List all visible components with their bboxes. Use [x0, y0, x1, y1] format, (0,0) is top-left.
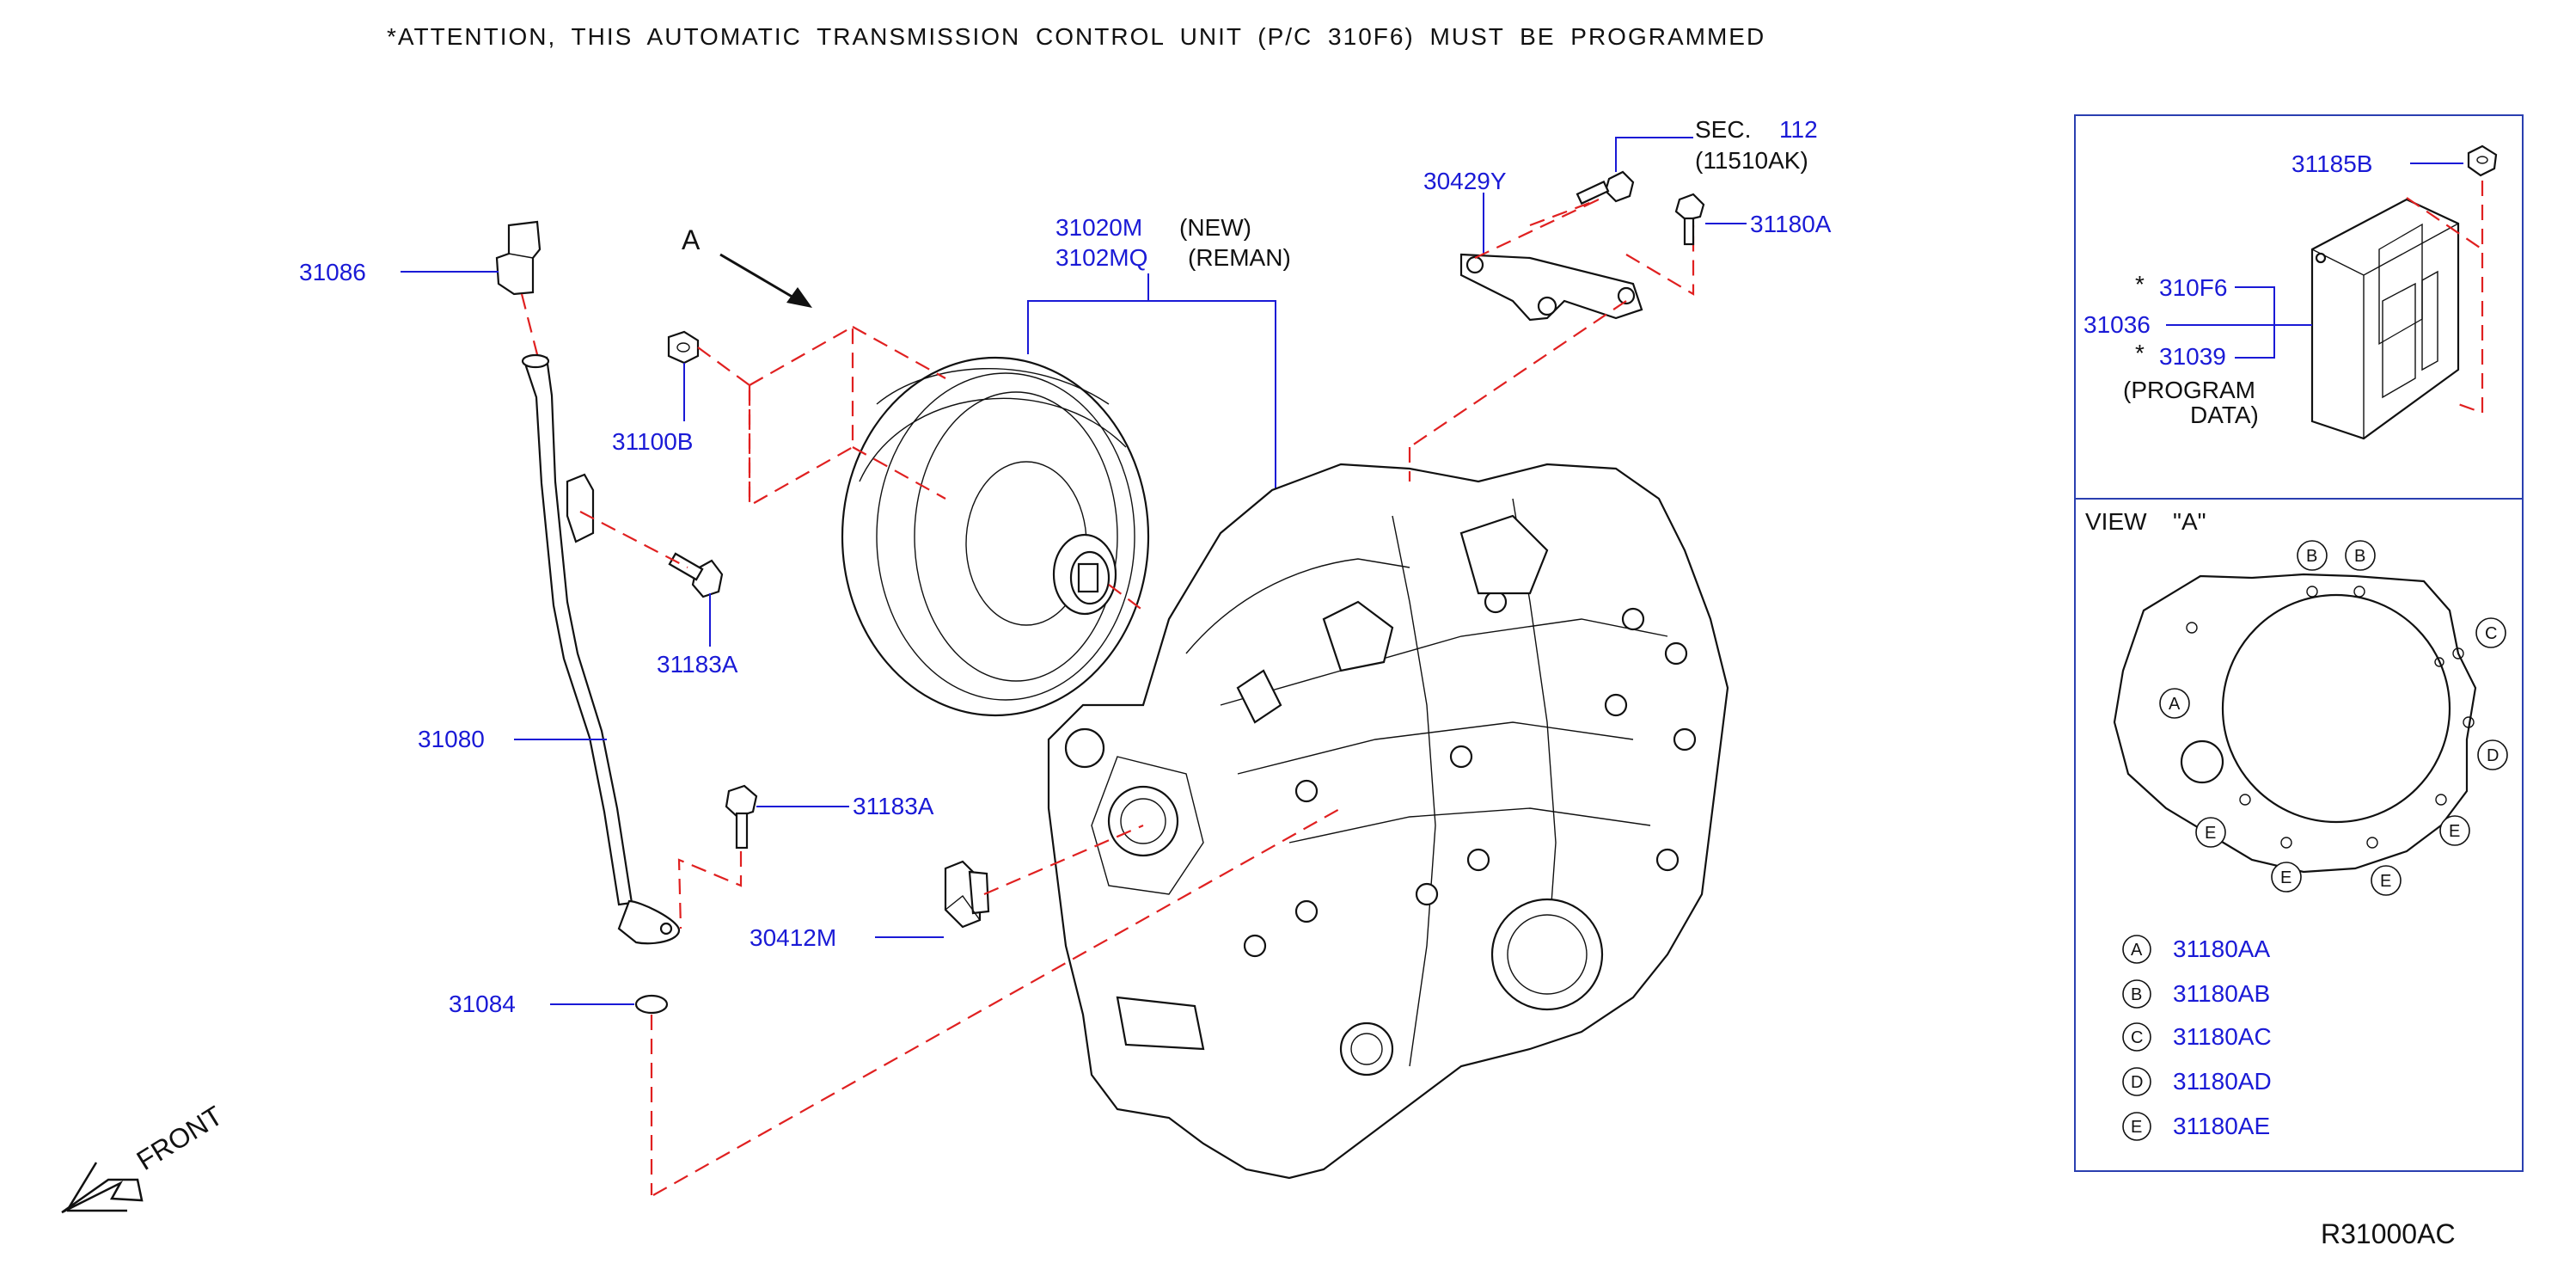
part-label-31185b: 31185B	[2291, 150, 2372, 177]
svg-text:31180AD: 31180AD	[2173, 1068, 2272, 1095]
svg-text:31180AA: 31180AA	[2173, 936, 2270, 962]
torque-converter-reman-part-number: 3102MQ	[1055, 244, 1147, 271]
svg-text:31180AB: 31180AB	[2173, 980, 2270, 1007]
callout-a: A	[2159, 688, 2190, 719]
part-label-31100b: 31100B	[612, 428, 693, 455]
svg-text:31180AE: 31180AE	[2173, 1113, 2270, 1139]
part-label-30412m: 30412M	[750, 924, 836, 951]
svg-text:B: B	[2354, 547, 2365, 566]
part-label-31180a: 31180A	[1750, 211, 1832, 237]
bolt-31183a-lower-part	[725, 784, 758, 850]
legend-row-d: D 31180AD	[2122, 1067, 2272, 1096]
callout-b-2: B	[2345, 540, 2376, 571]
front-arrow-icon	[61, 1162, 144, 1214]
attention-note: *ATTENTION, THIS AUTOMATIC TRANSMISSION …	[387, 23, 1765, 50]
torque-converter-new-note: (NEW)	[1179, 214, 1251, 241]
svg-text:D: D	[2131, 1073, 2143, 1092]
part-label-31036: 31036	[2083, 311, 2151, 338]
svg-text:D: D	[2487, 746, 2499, 765]
svg-text:A: A	[2131, 941, 2143, 960]
filler-tube-part	[521, 353, 681, 945]
star-310f6: *	[2135, 271, 2145, 298]
bolt-31180a-part	[1674, 193, 1705, 246]
svg-text:B: B	[2131, 985, 2142, 1004]
section-ref-number: 112	[1779, 116, 1818, 143]
legend-row-c: C 31180AC	[2122, 1022, 2272, 1052]
svg-text:A: A	[2169, 695, 2181, 714]
svg-text:E: E	[2131, 1118, 2142, 1137]
torque-converter-part	[841, 356, 1150, 717]
program-data-line2: DATA)	[2190, 402, 2259, 428]
bracket-30429y-part	[1459, 253, 1643, 322]
part-label-31086: 31086	[299, 259, 366, 285]
bolt-31183a-upper-part	[668, 552, 724, 598]
part-label-31080: 31080	[418, 726, 485, 752]
svg-text:E: E	[2449, 822, 2460, 841]
view-a-title-ref: "A"	[2173, 508, 2206, 535]
torque-converter-new-part-number: 31020M	[1055, 214, 1142, 241]
bolt-sec-112-part	[1576, 170, 1635, 206]
view-a-arrow-label: A	[682, 224, 701, 255]
svg-text:E: E	[2380, 872, 2391, 891]
callout-e-3: E	[2371, 865, 2402, 896]
part-label-31183a-upper: 31183A	[657, 651, 738, 678]
part-label-31183a-lower: 31183A	[853, 793, 934, 819]
callout-e-2: E	[2271, 862, 2302, 893]
view-a-title: VIEW	[2085, 508, 2147, 535]
tcu-module-part	[2310, 198, 2460, 440]
section-ref-sub: (11510AK)	[1695, 147, 1808, 174]
star-31039: *	[2135, 340, 2145, 366]
part-label-30429y: 30429Y	[1423, 168, 1507, 194]
svg-text:E: E	[2280, 868, 2291, 887]
transmission-assembly-part	[1047, 463, 1729, 1180]
legend-row-a: A 31180AA	[2122, 935, 2270, 964]
part-label-31039: 31039	[2159, 343, 2226, 370]
legend-row-b: B 31180AB	[2122, 979, 2270, 1009]
svg-text:B: B	[2306, 547, 2317, 566]
legend-row-e: E 31180AE	[2122, 1112, 2270, 1141]
svg-text:31180AC: 31180AC	[2173, 1023, 2272, 1050]
callout-c: C	[2475, 617, 2506, 648]
callout-d: D	[2477, 739, 2508, 770]
svg-text:C: C	[2131, 1028, 2143, 1047]
callout-e-1: E	[2195, 817, 2226, 848]
section-ref-prefix: SEC.	[1695, 116, 1751, 143]
torque-converter-reman-note: (REMAN)	[1188, 244, 1291, 271]
view-a-box-frame	[2074, 498, 2524, 1172]
callout-e-4: E	[2439, 815, 2470, 846]
diagram-code: R31000AC	[2321, 1218, 2456, 1249]
svg-text:E: E	[2205, 824, 2216, 843]
view-a-arrow-icon	[719, 253, 812, 308]
bellhousing-view-part	[2113, 573, 2477, 874]
o-ring-part	[634, 994, 669, 1015]
program-data-line1: (PROGRAM	[2123, 377, 2255, 403]
part-label-310f6: 310F6	[2159, 274, 2227, 301]
nut-31185b-part	[2467, 144, 2498, 177]
front-arrow-label: FRONT	[132, 1100, 229, 1176]
svg-text:C: C	[2485, 624, 2497, 643]
callout-b-1: B	[2297, 540, 2328, 571]
part-label-31084: 31084	[449, 991, 516, 1017]
dipstick-cap-part	[495, 220, 542, 296]
nut-31100b-part	[667, 330, 700, 365]
bracket-30412m-part	[944, 860, 990, 929]
